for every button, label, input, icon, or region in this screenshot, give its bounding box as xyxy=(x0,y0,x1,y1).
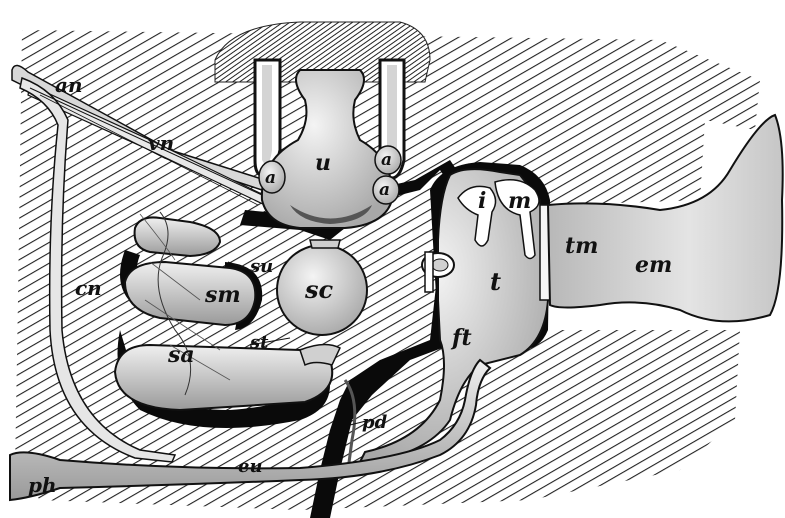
label-m: m xyxy=(508,188,531,214)
label-em: em xyxy=(635,252,672,278)
semicircular-canal-left-inner xyxy=(262,65,272,165)
label-a1: a xyxy=(265,168,276,188)
label-t: t xyxy=(490,267,501,296)
label-cn: cn xyxy=(75,276,102,300)
label-sc: sc xyxy=(304,275,334,304)
cochlear-duct-connection xyxy=(300,344,340,365)
label-pd: pd xyxy=(362,412,388,433)
label-an: an xyxy=(55,73,83,97)
label-su: su xyxy=(249,256,273,277)
label-ph: ph xyxy=(28,473,57,497)
label-sa: sa xyxy=(167,342,195,368)
label-sm: sm xyxy=(204,282,241,308)
label-st: st xyxy=(249,332,269,353)
cochlea-basal-turn xyxy=(115,345,332,410)
oval-window xyxy=(425,252,433,292)
label-vn: vn xyxy=(148,131,174,155)
label-a3: a xyxy=(379,180,390,200)
label-tm: tm xyxy=(565,233,598,259)
saccule-neck xyxy=(310,240,340,248)
label-a2: a xyxy=(381,150,392,170)
label-i: i xyxy=(478,188,486,214)
label-u: u xyxy=(315,150,331,176)
stapes-inner xyxy=(432,259,448,271)
label-ft: ft xyxy=(450,325,472,351)
label-eu: eu xyxy=(238,456,263,477)
